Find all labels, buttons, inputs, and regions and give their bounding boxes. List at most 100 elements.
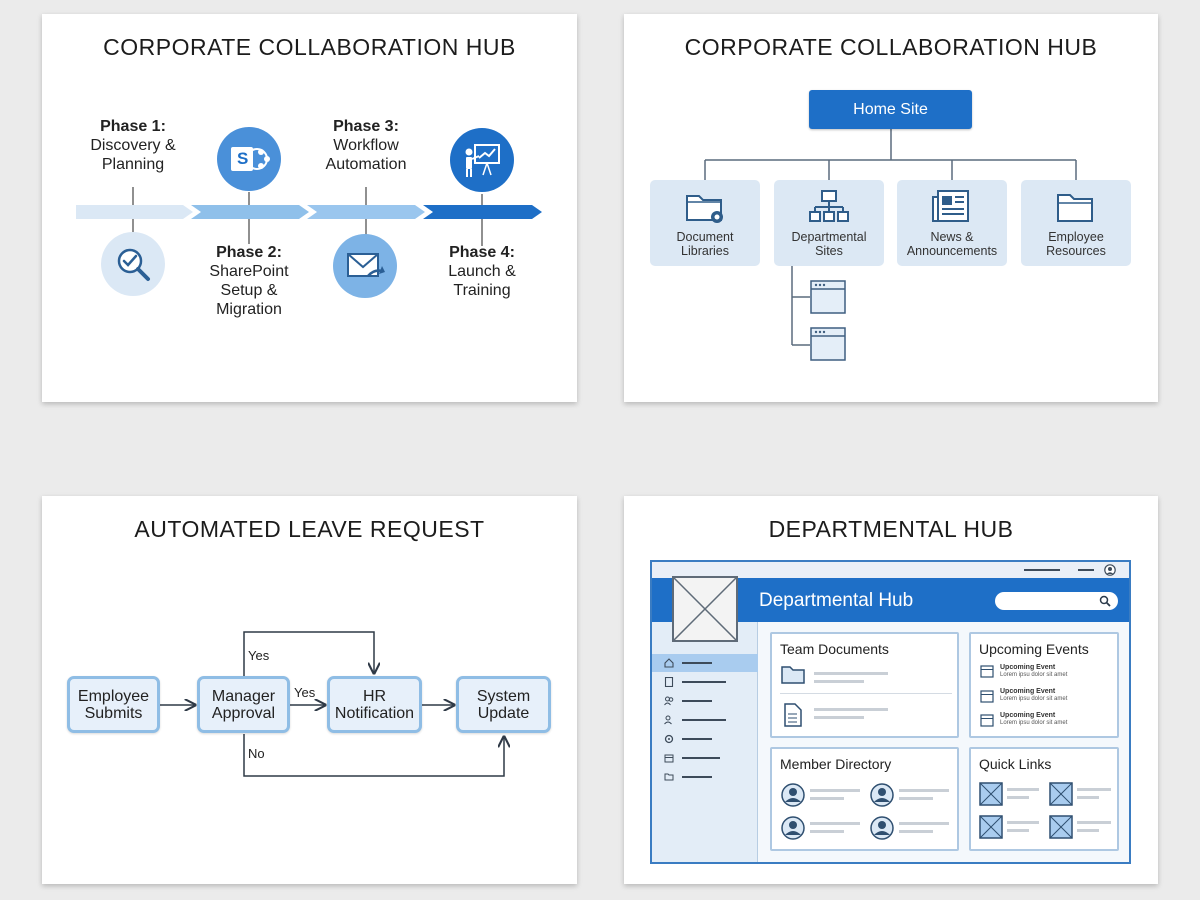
avatar-icon (781, 783, 805, 807)
search-icon[interactable] (1099, 595, 1111, 607)
settings-icon (664, 734, 674, 744)
phase-3-label: Phase 3: Workflow Automation (296, 117, 436, 174)
sidebar-item-user-edit[interactable] (652, 711, 758, 729)
departmental-sites-node[interactable]: Departmental Sites (774, 180, 884, 266)
top-link-line (1078, 569, 1094, 571)
document-libraries-node[interactable]: Document Libraries (650, 180, 760, 266)
quick-links-card: Quick Links (969, 747, 1119, 851)
sidebar-item-settings[interactable] (652, 730, 758, 748)
event-subtitle: Lorem ipsu dolor sit amet (1000, 672, 1068, 678)
calendar-icon (980, 690, 994, 703)
link-image-icon[interactable] (979, 815, 1003, 839)
phase-2-desc-1: SharePoint (209, 263, 289, 280)
card-title: Upcoming Events (979, 641, 1089, 657)
calendar-icon (980, 714, 994, 727)
hub-top-bar (652, 562, 1129, 578)
sharepoint-icon: S (217, 127, 281, 191)
document-icon (664, 677, 674, 687)
phase-4-desc-2: Training (453, 282, 511, 299)
slide-title: AUTOMATED LEAVE REQUEST (134, 516, 485, 542)
folder-gear-icon (650, 188, 760, 226)
edge-label-yes: Yes (294, 685, 316, 700)
folder-icon (664, 773, 674, 781)
news-announcements-node[interactable]: News & Announcements (897, 180, 1007, 266)
sidebar-item-people[interactable] (652, 692, 758, 710)
calendar-icon (980, 665, 994, 678)
departmental-hub-slide: DEPARTMENTAL HUB Departmental Hub (624, 496, 1158, 884)
folder-icon (781, 666, 805, 684)
event-subtitle: Lorem ipsu dolor sit amet (1000, 696, 1068, 702)
card-title: Member Directory (780, 756, 892, 772)
event-title: Upcoming Event (1000, 664, 1056, 671)
user-icon[interactable] (1104, 564, 1116, 576)
phase-2-label: Phase 2: SharePoint Setup & Migration (179, 243, 319, 319)
phase-1-desc-2: Planning (101, 156, 165, 173)
phase-2-title: Phase 2: (216, 244, 282, 261)
calendar-icon (664, 754, 674, 763)
user-edit-icon (664, 715, 672, 725)
edge-label-no: No (248, 746, 265, 761)
phase-1-title: Phase 1: (100, 118, 166, 135)
phase-3-desc-2: Automation (325, 156, 407, 173)
site-map-slide: CORPORATE COLLABORATION HUB Home Site Do… (624, 14, 1158, 402)
employee-resources-node[interactable]: Employee Resources (1021, 180, 1131, 266)
phase-3-title: Phase 3: (333, 118, 399, 135)
search-input[interactable] (995, 592, 1118, 610)
phase-4-label: Phase 4: Launch & Training (412, 243, 552, 300)
sidebar-item-home[interactable] (652, 654, 758, 672)
hub-browser-frame: Departmental Hub (650, 560, 1131, 864)
document-icon (784, 703, 802, 727)
sidebar-item-folder[interactable] (652, 768, 758, 786)
team-documents-card: Team Documents (770, 632, 959, 738)
phase-4-desc-1: Launch & (448, 263, 516, 280)
home-site-node[interactable]: Home Site (809, 90, 972, 129)
subsite-window-icon (810, 280, 846, 314)
top-link-line (1024, 569, 1060, 571)
newspaper-icon (897, 188, 1007, 226)
folder-icon (1021, 188, 1131, 226)
card-title: Quick Links (979, 756, 1052, 772)
tile-label: Document Libraries (676, 230, 734, 258)
slide-title: CORPORATE COLLABORATION HUB (103, 34, 516, 60)
card-title: Team Documents (780, 641, 889, 657)
roadmap-arrow (76, 187, 542, 246)
link-image-icon[interactable] (1049, 815, 1073, 839)
sharepoint-letter: S (237, 149, 249, 168)
stage-3-segment (307, 205, 425, 219)
link-image-icon[interactable] (979, 782, 1003, 806)
sidebar-item-calendar[interactable] (652, 749, 758, 767)
tile-label: Employee Resources (1046, 230, 1106, 258)
phase-3-desc-1: Workflow (333, 137, 399, 154)
member-directory-card: Member Directory (770, 747, 959, 851)
stage-1-segment (76, 205, 193, 219)
avatar-icon (870, 783, 894, 807)
upcoming-events-card: Upcoming Events Upcoming Event Lorem ips… (969, 632, 1119, 738)
roadmap-slide: CORPORATE COLLABORATION HUB Phase 1: Dis… (42, 14, 577, 402)
edge-label-yes: Yes (248, 648, 270, 663)
logo-placeholder-icon (672, 576, 738, 642)
envelope-arrow-icon (333, 234, 397, 298)
phase-1-desc-1: Discovery & (90, 137, 176, 154)
link-image-icon[interactable] (1049, 782, 1073, 806)
hub-header-title: Departmental Hub (759, 590, 914, 611)
sidebar-item-documents[interactable] (652, 673, 758, 691)
phase-2-desc-2: Setup & (220, 282, 278, 299)
event-title: Upcoming Event (1000, 688, 1056, 695)
sitemap-icon (774, 188, 884, 226)
phase-2-desc-3: Migration (216, 301, 282, 318)
phase-4-title: Phase 4: (449, 244, 515, 261)
people-icon (664, 696, 674, 706)
slide-title: CORPORATE COLLABORATION HUB (684, 34, 1098, 60)
home-icon (664, 658, 674, 668)
magnifier-check-icon (101, 232, 165, 296)
hub-sidebar (652, 622, 758, 862)
site-map-connectors (704, 129, 1077, 346)
phase-1-label: Phase 1: Discovery & Planning (63, 117, 203, 174)
avatar-icon (781, 816, 805, 840)
presenter-icon (450, 128, 514, 192)
stage-2-segment (191, 205, 309, 219)
